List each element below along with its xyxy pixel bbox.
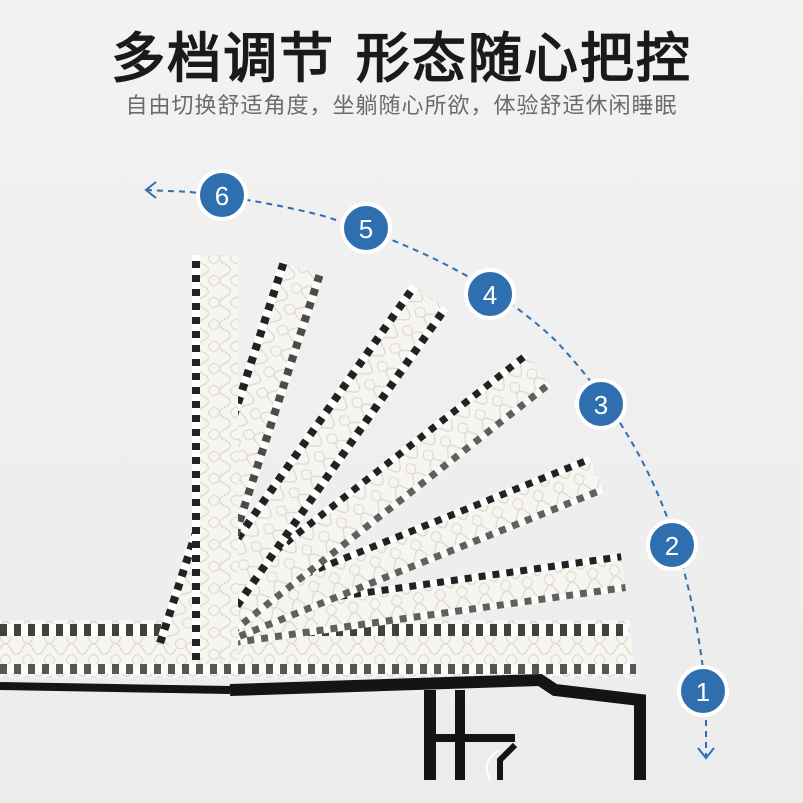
arrow-left-icon	[144, 181, 193, 199]
subheadline: 自由切换舒适角度，坐躺随心所欲，体验舒适休闲睡眠	[125, 94, 678, 119]
svg-text:3: 3	[594, 390, 608, 420]
headline: 多档调节 形态随心把控	[111, 27, 692, 90]
svg-text:1: 1	[696, 677, 710, 707]
svg-text:6: 6	[215, 181, 229, 211]
position-badge-2: 2	[646, 519, 698, 571]
adjustment-arc	[189, 191, 707, 701]
position-badge-5: 5	[340, 202, 392, 254]
position-badge-1: 1	[677, 665, 729, 717]
arrow-down-icon	[697, 720, 715, 760]
wire	[485, 749, 501, 781]
svg-text:5: 5	[359, 214, 373, 244]
bed-frame	[0, 673, 646, 780]
position-badge-3: 3	[575, 378, 627, 430]
position-badge-4: 4	[464, 268, 516, 320]
backrest-positions	[156, 255, 627, 660]
svg-text:4: 4	[483, 280, 497, 310]
svg-text:2: 2	[665, 531, 679, 561]
position-badge-6: 6	[196, 169, 248, 221]
